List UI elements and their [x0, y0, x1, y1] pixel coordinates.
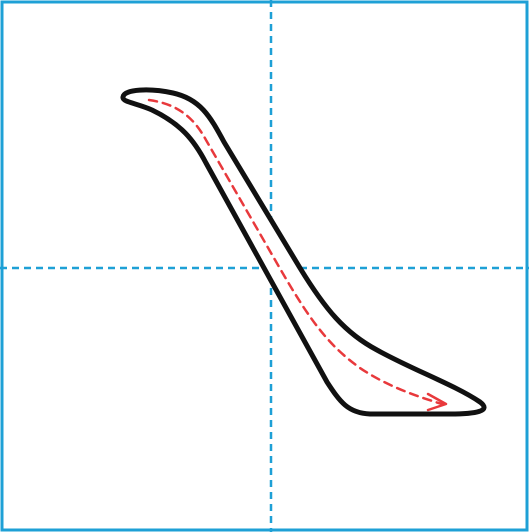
direction-arrow-path	[147, 98, 444, 406]
stroke-outline	[120, 87, 487, 417]
direction-arrowhead	[426, 392, 448, 412]
